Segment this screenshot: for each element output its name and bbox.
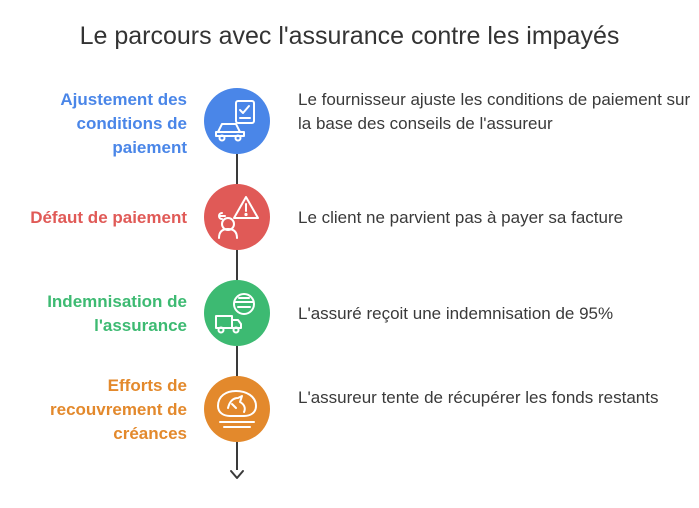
step-description-indemnisation: L'assuré reçoit une indemnisation de 95% bbox=[298, 304, 614, 323]
warning-person-icon bbox=[218, 196, 259, 239]
step-label-recovery: Efforts de recouvrement de créances bbox=[50, 376, 187, 443]
timeline-connector bbox=[236, 250, 238, 280]
step-label-indemnisation: Indemnisation de l'assurance bbox=[47, 292, 187, 335]
step-circle-recovery bbox=[204, 376, 270, 442]
step-description-adjustment: Le fournisseur ajuste les conditions de … bbox=[298, 90, 691, 133]
step-circle-adjustment bbox=[204, 88, 270, 154]
step-description-default: Le client ne parvient pas à payer sa fac… bbox=[298, 208, 624, 227]
page-title: Le parcours avec l'assurance contre les … bbox=[79, 22, 620, 50]
step-description-recovery: L'assureur tente de récupérer les fonds … bbox=[298, 388, 659, 407]
down-arrow-icon bbox=[230, 470, 244, 479]
step-circle-default bbox=[204, 184, 270, 250]
checklist-truck-icon bbox=[215, 100, 255, 142]
step-label-adjustment: Ajustement des conditions de paiement bbox=[60, 90, 187, 157]
step-circle-indemnisation bbox=[204, 280, 270, 346]
timeline-connector bbox=[236, 346, 238, 376]
timeline-connector bbox=[236, 442, 238, 470]
recovery-icon bbox=[217, 390, 257, 428]
step-label-default: Défaut de paiement bbox=[30, 208, 187, 227]
worker-truck-icon bbox=[215, 293, 255, 334]
timeline-connector bbox=[236, 154, 238, 184]
